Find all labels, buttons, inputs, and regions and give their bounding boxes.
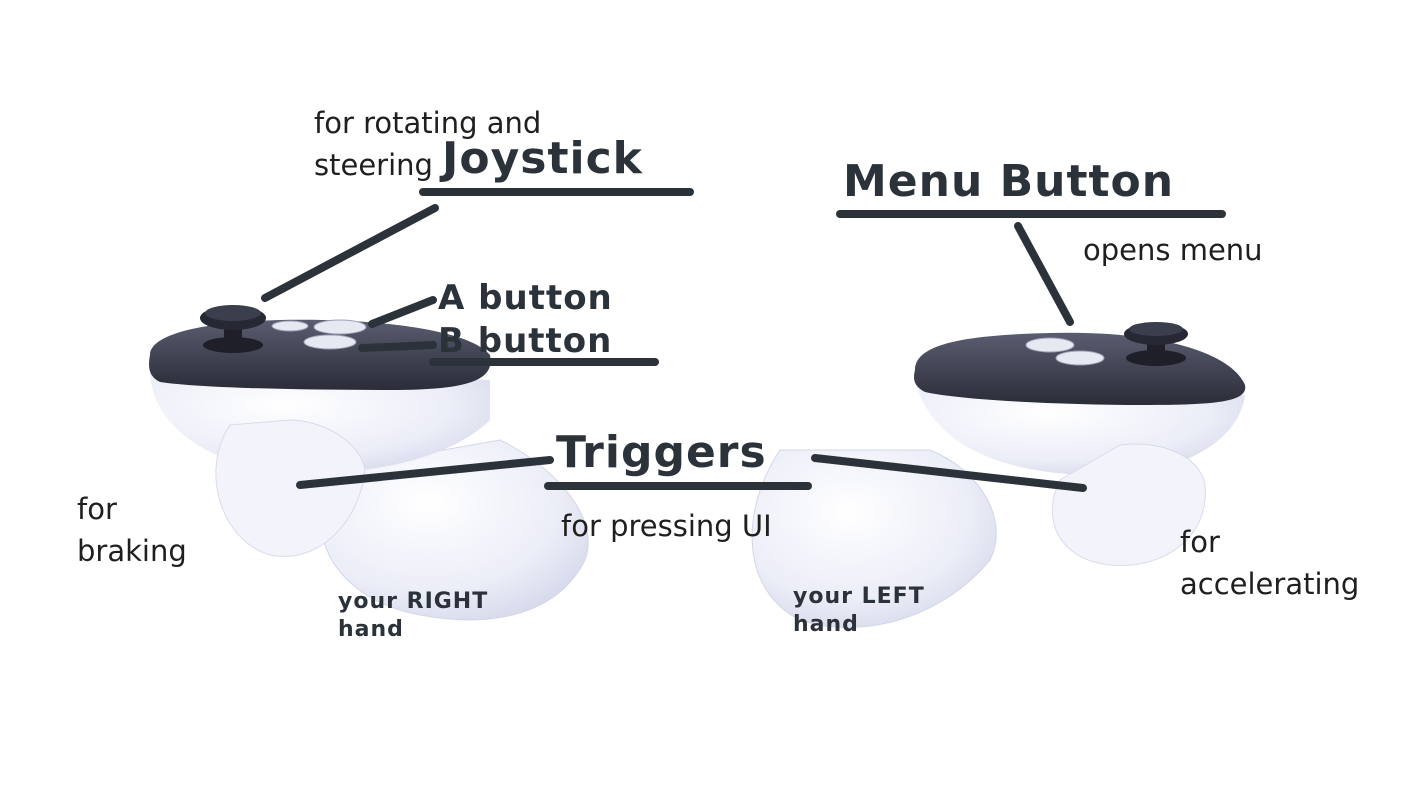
left-controller-grip [751,449,997,628]
left-hand-line1: your LEFT [793,584,925,609]
left-controller [751,322,1246,628]
right-controller [149,305,589,621]
a-button-leader [368,296,437,328]
accelerating-label: for accelerating [1180,521,1359,605]
right-hand-label: your RIGHT hand [338,588,488,644]
triggers-leader-right [811,454,1087,492]
a-button-title: A button [438,278,613,318]
menu-button-description: opens menu [1083,233,1263,267]
triggers-leader-left [296,456,554,489]
joystick-cap-top [205,305,261,321]
braking-label: for braking [77,488,187,572]
left-controller-top [914,332,1246,405]
joystick-title: Joystick [442,133,643,184]
right-controller-grip [319,439,589,621]
left-hand-line2: hand [793,612,859,637]
menu-leader [1014,222,1074,326]
left-hand-label: your LEFT hand [793,583,925,639]
joystick-description: for rotating and steering [314,102,541,186]
joystick-leader [261,204,439,302]
b-button-shape [303,334,357,350]
a-button-shape [313,319,367,335]
joystick-desc-line1: for rotating and [314,106,542,140]
accelerating-line2: accelerating [1180,567,1360,601]
joystick-desc-line2: steering [314,148,433,182]
left-joystick-cap-top [1129,322,1183,336]
right-hand-line1: your RIGHT [338,589,489,614]
right-controller-ring [215,419,366,557]
leader-lines [261,188,1226,492]
small-button-shape [271,320,309,332]
braking-line2: braking [77,534,187,568]
triggers-description: for pressing UI [561,509,772,543]
triggers-title: Triggers [556,427,767,478]
y-button-shape [1055,350,1105,366]
left-controller-ring [1051,443,1206,567]
b-button-leader [358,341,437,352]
b-button-title: B button [438,321,613,361]
right-hand-line2: hand [338,617,404,642]
x-button-shape [1025,337,1075,353]
accelerating-line1: for [1180,525,1220,559]
braking-line1: for [77,492,117,526]
menu-button-title: Menu Button [843,156,1175,207]
